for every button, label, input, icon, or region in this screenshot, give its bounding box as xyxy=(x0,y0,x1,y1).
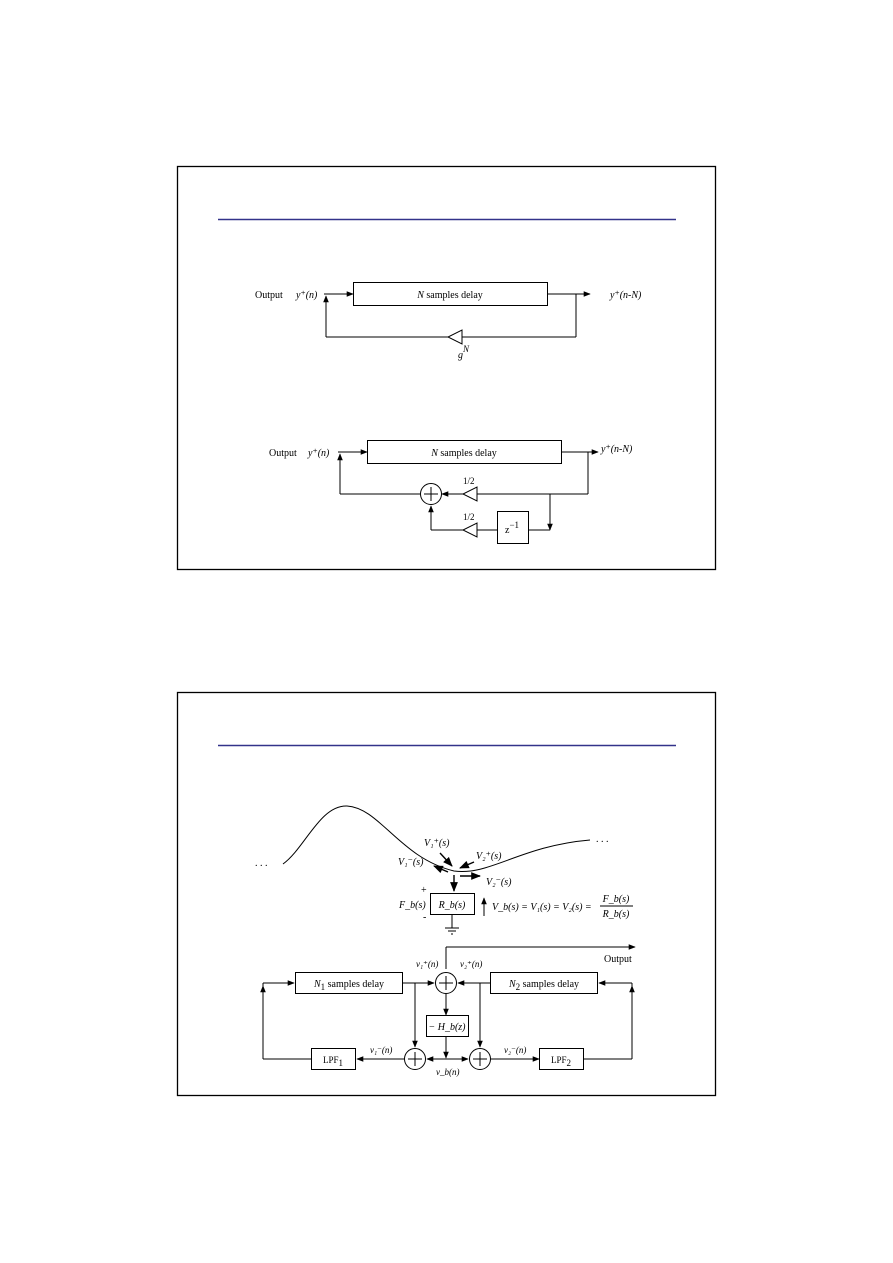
force-plus-sign: + xyxy=(421,885,427,896)
force-label: F_b(s) xyxy=(398,900,426,911)
diagram-b-gain-bottom-label: 1/2 xyxy=(463,512,475,522)
diagram-b-input-signal: y⁺(n) xyxy=(307,448,330,459)
waveguide-network: Output v₁⁺(n) v₂⁺(n) N1 samples delay N2… xyxy=(260,944,636,1077)
delay1-label: N1 samples delay xyxy=(313,979,384,992)
delay2-box xyxy=(490,972,598,994)
v2-plus-label: V₂⁺(s) xyxy=(476,851,502,862)
lpf2-label: LPF2 xyxy=(551,1055,571,1068)
lpf1-box xyxy=(311,1048,356,1070)
delay2-label: N2 samples delay xyxy=(508,979,579,992)
slide-1: Output y⁺(n) N samples delay y⁺(n-N) gN … xyxy=(176,165,717,571)
v1-minus-signal: v₁⁻(n) xyxy=(370,1045,392,1055)
vb-signal: v_b(n) xyxy=(436,1067,460,1077)
v1-plus-arrow xyxy=(439,852,453,867)
diagram-b-gain-top-label: 1/2 xyxy=(463,476,475,486)
lpf1-label: LPF1 xyxy=(323,1055,343,1068)
v1-plus-label: V₁⁺(s) xyxy=(424,838,450,849)
diagram-b-delay-box xyxy=(367,440,562,464)
v2-minus-label: V₂⁻(s) xyxy=(486,877,512,888)
slide-2: . . . . . . V₁⁺(s) V₂⁺(s) V₁⁻(s) V₂⁻(s) … xyxy=(176,691,717,1097)
diagram-a-gain-label: gN xyxy=(458,344,470,361)
slide-1-frame xyxy=(176,165,717,571)
lpf2-box xyxy=(539,1048,584,1070)
string-dots-right: . . . xyxy=(596,834,609,845)
filter-box xyxy=(426,1015,469,1037)
diagram-a-output-signal: y⁺(n-N) xyxy=(609,290,642,301)
v2-plus-signal: v₂⁺(n) xyxy=(460,959,482,969)
v2-minus-signal: v₂⁻(n) xyxy=(504,1045,526,1055)
impedance-label: R_b(s) xyxy=(438,900,466,911)
diagram-a-delay-label: N samples delay xyxy=(416,290,483,301)
impedance-box xyxy=(430,893,475,915)
diagram-b-unit-delay-box xyxy=(497,511,529,544)
diagram-a-gain-triangle xyxy=(446,329,463,345)
slide-2-frame xyxy=(176,691,717,1097)
string-dots-left: . . . xyxy=(255,858,268,869)
v1-minus-arrow xyxy=(433,865,449,874)
diagram-b-gain-top-triangle xyxy=(461,486,478,502)
v1-plus-signal: v₁⁺(n) xyxy=(416,959,438,969)
string-waveform xyxy=(282,805,591,873)
v2-plus-arrow xyxy=(459,860,475,869)
diagram-a-input-signal: y⁺(n) xyxy=(295,290,318,301)
diagram-b-gain-bottom-triangle xyxy=(461,522,478,538)
diagram-b-output-label: Output xyxy=(269,448,297,459)
string-bridge-drawing: . . . . . . V₁⁺(s) V₂⁺(s) V₁⁻(s) V₂⁻(s) … xyxy=(255,805,633,935)
v1-minus-label: V₁⁻(s) xyxy=(398,857,424,868)
diagram-b-unit-delay-label: z−1 xyxy=(505,520,519,536)
bridge-equation-den: R_b(s) xyxy=(602,909,630,920)
diagram-a-delay-box xyxy=(353,282,548,306)
delay1-box xyxy=(295,972,403,994)
diagram-b: Output y⁺(n) N samples delay y⁺(n-N) 1/2… xyxy=(269,440,633,544)
force-minus-sign: - xyxy=(423,912,426,923)
diagram-b-output-signal: y⁺(n-N) xyxy=(600,444,633,455)
bridge-equation-left: V_b(s) = V₁(s) = V₂(s) = xyxy=(492,902,592,913)
bridge-equation-num: F_b(s) xyxy=(602,894,630,905)
diagram-a: Output y⁺(n) N samples delay y⁺(n-N) gN xyxy=(255,282,642,361)
diagram-a-output-label: Output xyxy=(255,290,283,301)
filter-label: − H_b(z) xyxy=(428,1022,466,1033)
output-label: Output xyxy=(604,954,632,965)
diagram-b-delay-label: N samples delay xyxy=(430,448,497,459)
